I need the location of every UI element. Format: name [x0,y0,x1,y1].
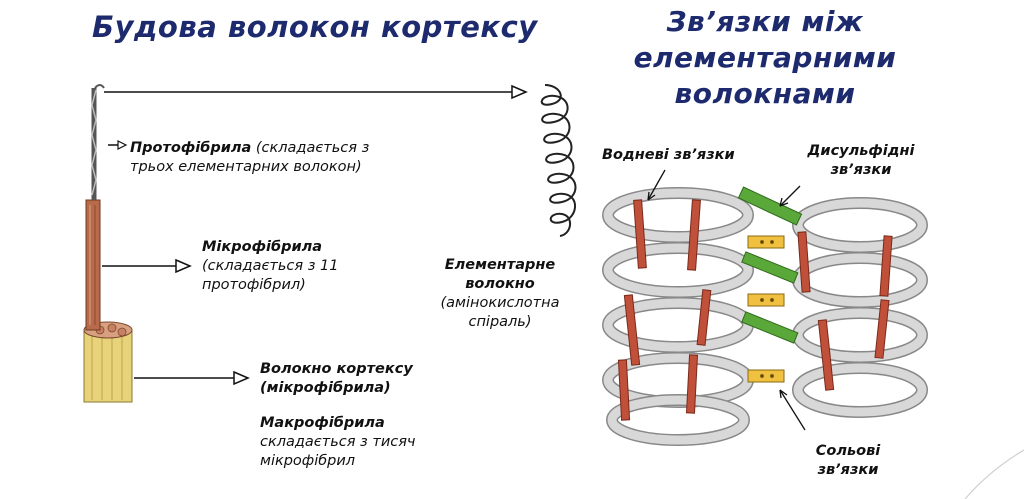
helix-right [792,197,928,418]
protofibril-name: Протофібрила [130,140,252,156]
right-title-line-1: Зв’язки між [666,5,864,38]
macrofibril-bundle [83,329,133,403]
right-title: Зв’язки між елементарними волокнами [600,4,930,112]
salt-line-1: Сольові [815,443,881,459]
elementary-line-3: (амінокислотна [440,295,560,311]
microfibril-desc-2: протофібрил) [202,277,306,293]
elementary-line-4: спіраль) [468,314,532,330]
salt-line-2: зв’язки [817,462,879,478]
label-cortex-fiber: Волокно кортексу (мікрофібрила) [260,360,413,398]
hydrogen-bonds [617,199,893,421]
right-title-line-3: волокнами [674,77,856,110]
disulfide-line-2: зв’язки [830,162,892,178]
left-title: Будова волокон кортексу [92,10,538,44]
right-title-line-2: елементарними [633,41,897,74]
microfibril-section [85,199,101,331]
disulfide-bonds [737,186,803,344]
microfibril-desc-1: (складається з 11 [202,258,339,274]
microfibril-name: Мікрофібрила [202,239,323,255]
elementary-fiber-coil [540,84,577,237]
right-callouts [647,169,806,431]
corner-decoration [964,449,1024,499]
hydrogen-bonds-text: Водневі зв’язки [602,147,735,163]
macrofibril-desc-2: мікрофібрил [260,453,356,469]
label-microfibril: Мікрофібрила (складається з 11 протофібр… [202,238,338,295]
cortex-fiber-illustration [83,84,133,403]
label-disulfide-bonds: Дисульфідні зв’язки [796,142,926,180]
macrofibril-name: Макрофібрила [260,415,385,431]
protofibril-desc-2: трьох елементарних волокон) [130,159,362,175]
salt-bonds [747,235,785,383]
label-macrofibril: Макрофібрила складається з тисяч мікрофі… [260,414,416,471]
label-protofibril: Протофібрила (складається з трьох елемен… [130,139,369,177]
macrofibril-desc-1: складається з тисяч [260,434,416,450]
label-elementary-fiber: Елементарне волокно (амінокислотна спіра… [430,256,570,332]
left-arrows [102,84,528,386]
label-hydrogen-bonds: Водневі зв’язки [602,146,735,165]
elementary-line-1: Елементарне [444,257,556,273]
elementary-line-2: волокно [465,276,535,292]
cortex-fiber-line-2: (мікрофібрила) [260,380,391,396]
disulfide-line-1: Дисульфідні [807,143,915,159]
label-salt-bonds: Сольові зв’язки [798,442,898,480]
protofibril-desc-1: (складається з [255,140,370,156]
cortex-fiber-line-1: Волокно кортексу [260,361,413,377]
